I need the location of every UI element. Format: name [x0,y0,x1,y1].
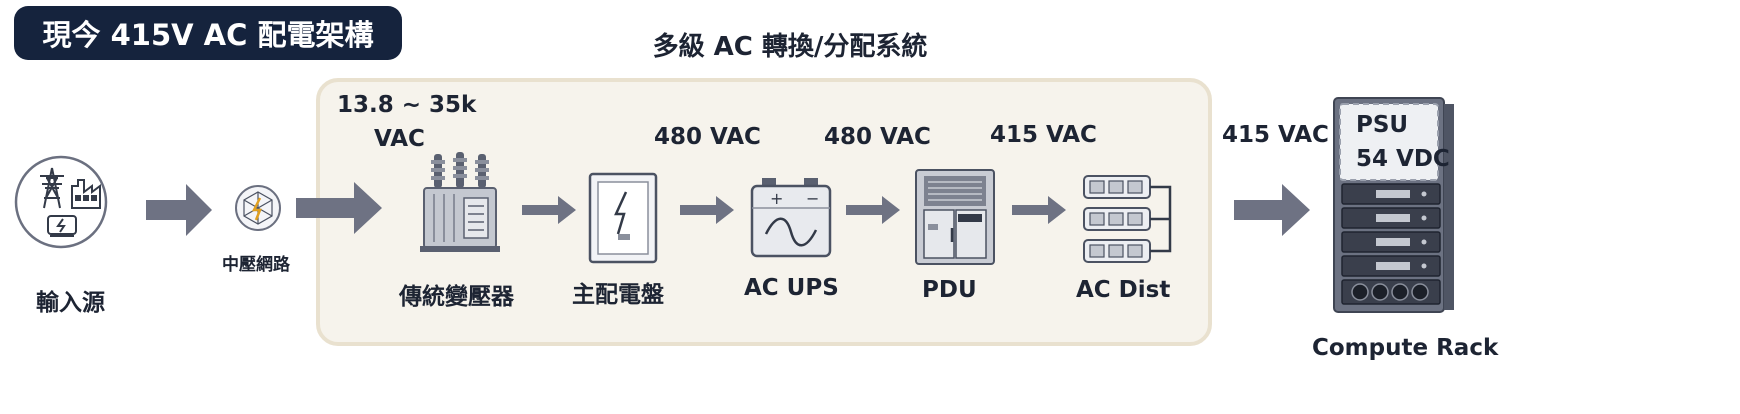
ups-plus-sign: + [770,189,783,208]
power-sources-icon [14,155,108,249]
psu-voltage: 54 VDC [1356,146,1450,172]
pdu-voltage: 415 VAC [990,122,1097,148]
diagram-title: 現今 415V AC 配電架構 [14,6,402,60]
arrow-icon [680,196,734,224]
ups-label: AC UPS [744,275,839,301]
transformer-voltage-line2: VAC [374,126,425,152]
transformer-icon [420,152,500,252]
pdu-cabinet-icon [915,169,995,265]
ac-dist-label: AC Dist [1076,277,1171,303]
server-rack-icon [1333,97,1454,313]
mv-network-label: 中壓網路 [222,255,290,275]
ac-distribution-icon [1083,175,1172,263]
arrow-icon [522,196,576,224]
arrow-icon [1234,184,1310,236]
ups-voltage: 480 VAC [824,124,931,150]
arrow-icon [296,182,382,234]
transformer-voltage-line1: 13.8 ~ 35k [337,92,477,118]
system-group-title: 多級 AC 轉換/分配系統 [652,32,928,62]
main-panel-label: 主配電盤 [572,282,664,308]
rack-voltage: 415 VAC [1222,122,1329,148]
switchboard-icon [588,172,658,264]
arrow-icon [846,196,900,224]
ups-battery-icon: + − [750,178,832,258]
transformer-label: 傳統變壓器 [399,284,514,310]
input-source-label: 輸入源 [36,290,105,316]
arrow-icon [146,184,212,236]
arrow-icon [1012,196,1066,224]
main-panel-voltage: 480 VAC [654,124,761,150]
grid-network-icon [235,185,281,231]
ups-minus-sign: − [806,189,819,208]
compute-rack-label: Compute Rack [1312,335,1499,361]
pdu-label: PDU [922,277,977,303]
psu-label: PSU [1356,112,1409,138]
